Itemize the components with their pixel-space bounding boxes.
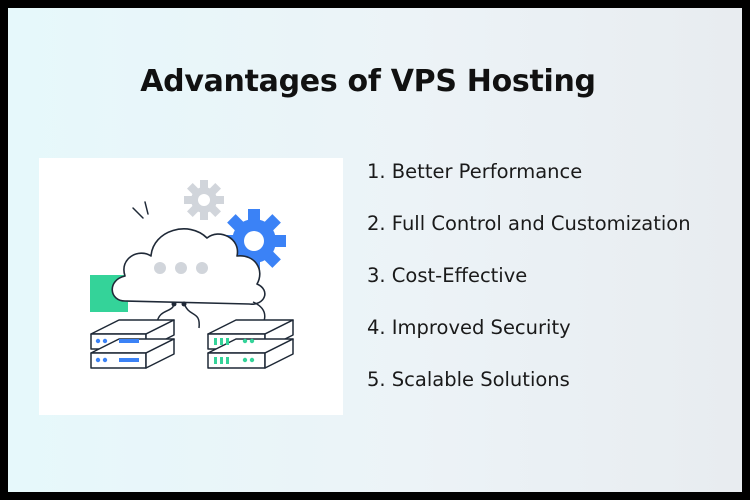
server-lights — [95, 338, 139, 363]
list-item: 3. Cost-Effective — [367, 264, 528, 287]
cloud-dot — [154, 262, 166, 274]
infographic-card: Advantages of VPS Hosting — [8, 8, 742, 492]
page-title: Advantages of VPS Hosting — [140, 64, 596, 99]
advantages-list: 1. Better Performance 2. Full Control an… — [367, 156, 737, 416]
cloud-dot — [196, 262, 208, 274]
spark-lines — [132, 201, 149, 219]
list-item: 5. Scalable Solutions — [367, 368, 570, 391]
cloud-dot — [175, 262, 187, 274]
server-icon — [90, 319, 175, 369]
list-item: 4. Improved Security — [367, 316, 571, 339]
server-icon — [207, 319, 294, 369]
illustration-svg — [90, 180, 294, 369]
server-lights — [214, 338, 255, 364]
cloud-icon — [111, 228, 266, 305]
list-item: 2. Full Control and Customization — [367, 212, 691, 235]
gear-icon — [222, 209, 286, 273]
list-item: 1. Better Performance — [367, 160, 583, 183]
vps-illustration — [39, 158, 343, 415]
gear-icon — [184, 180, 224, 220]
